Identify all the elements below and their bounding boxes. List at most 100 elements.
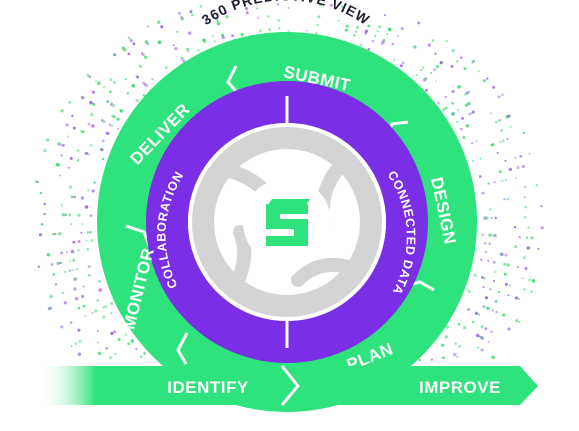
decorative-dot	[314, 32, 318, 35]
decorative-dot	[95, 80, 98, 83]
decorative-dot	[61, 291, 65, 294]
decorative-dot	[484, 250, 488, 254]
decorative-dot	[306, 29, 309, 32]
decorative-dot	[430, 71, 433, 74]
decorative-dot	[490, 143, 493, 147]
decorative-dot	[418, 358, 421, 362]
decorative-dot	[460, 56, 463, 59]
decorative-dot	[386, 33, 389, 35]
decorative-dot	[147, 25, 150, 28]
decorative-dot	[61, 213, 66, 217]
decorative-dot	[523, 256, 527, 260]
decorative-dot	[486, 307, 490, 310]
decorative-dot	[450, 65, 453, 69]
decorative-dot	[382, 38, 386, 42]
decorative-dot	[231, 34, 235, 38]
decorative-dot	[40, 223, 44, 226]
decorative-dot	[71, 114, 74, 117]
decorative-dot	[77, 306, 81, 310]
decorative-dot	[490, 330, 493, 334]
decorative-dot	[400, 27, 404, 31]
decorative-dot	[287, 6, 290, 10]
decorative-dot	[80, 129, 83, 133]
decorative-dot	[91, 90, 96, 94]
decorative-dot	[34, 180, 38, 184]
decorative-dot	[109, 78, 113, 82]
decorative-dot	[489, 208, 492, 211]
decorative-dot	[434, 52, 437, 56]
decorative-dot	[97, 351, 102, 356]
decorative-dot	[44, 213, 47, 216]
decorative-dot	[498, 118, 502, 122]
decorative-dot	[344, 28, 348, 32]
decorative-dot	[524, 185, 527, 188]
decorative-dot	[187, 31, 192, 35]
decorative-dot	[113, 330, 116, 334]
decorative-dot	[345, 24, 350, 28]
decorative-dot	[39, 191, 43, 195]
decorative-dot	[109, 356, 112, 360]
decorative-dot	[142, 94, 145, 97]
decorative-dot	[43, 202, 46, 206]
decorative-dot	[38, 233, 43, 237]
decorative-dot	[88, 274, 91, 277]
decorative-dot	[497, 291, 501, 294]
decorative-dot	[60, 154, 63, 157]
decorative-dot	[471, 160, 474, 163]
bottom-label-improve: IMPROVE	[419, 378, 501, 397]
decorative-dot	[256, 7, 259, 10]
decorative-dot	[439, 61, 443, 65]
decorative-dot	[399, 64, 403, 68]
decorative-dot	[367, 24, 371, 28]
decorative-dot	[523, 216, 527, 219]
decorative-dot	[135, 347, 138, 351]
decorative-dot	[68, 269, 72, 273]
decorative-dot	[481, 191, 485, 195]
decorative-dot	[84, 314, 87, 317]
decorative-dot	[213, 40, 216, 43]
decorative-dot	[425, 89, 428, 92]
decorative-dot	[364, 32, 367, 36]
decorative-dot	[461, 116, 464, 120]
decorative-dot	[191, 13, 194, 17]
decorative-dot	[523, 196, 526, 199]
decorative-dot	[489, 233, 493, 237]
decorative-dot	[482, 276, 487, 280]
decorative-dot	[68, 101, 71, 104]
decorative-dot	[160, 25, 164, 29]
decorative-dot	[46, 138, 50, 142]
decorative-dot	[535, 184, 538, 187]
decorative-dot	[504, 159, 507, 162]
decorative-dot	[523, 288, 526, 291]
decorative-dot	[494, 216, 498, 220]
decorative-dot	[480, 258, 483, 261]
decorative-dot	[480, 325, 484, 329]
decorative-dot	[487, 260, 490, 263]
decorative-dot	[143, 83, 147, 86]
decorative-dot	[478, 313, 480, 316]
decorative-dot	[233, 3, 236, 6]
decorative-dot	[224, 11, 228, 15]
decorative-dot	[479, 335, 482, 339]
decorative-dot	[117, 338, 121, 342]
decorative-dot	[456, 60, 459, 63]
decorative-dot	[81, 222, 84, 226]
decorative-dot	[58, 174, 61, 177]
decorative-dot	[518, 235, 521, 239]
decorative-dot	[172, 44, 175, 47]
decorative-dot	[126, 92, 130, 95]
diagram-title: 360 PREDICTIVE VIEW	[199, 0, 373, 28]
decorative-dot	[204, 18, 208, 22]
decorative-dot	[267, 15, 270, 18]
decorative-dot	[421, 66, 425, 70]
decorative-dot	[287, 30, 290, 33]
decorative-dot	[57, 262, 60, 265]
decorative-dot	[49, 295, 53, 299]
decorative-dot	[96, 330, 99, 332]
decorative-dot	[316, 23, 319, 27]
decorative-dot	[157, 20, 161, 24]
decorative-dot	[60, 261, 63, 264]
decorative-dot	[50, 263, 54, 266]
decorative-dot	[494, 300, 498, 303]
decorative-dot	[277, 27, 281, 30]
